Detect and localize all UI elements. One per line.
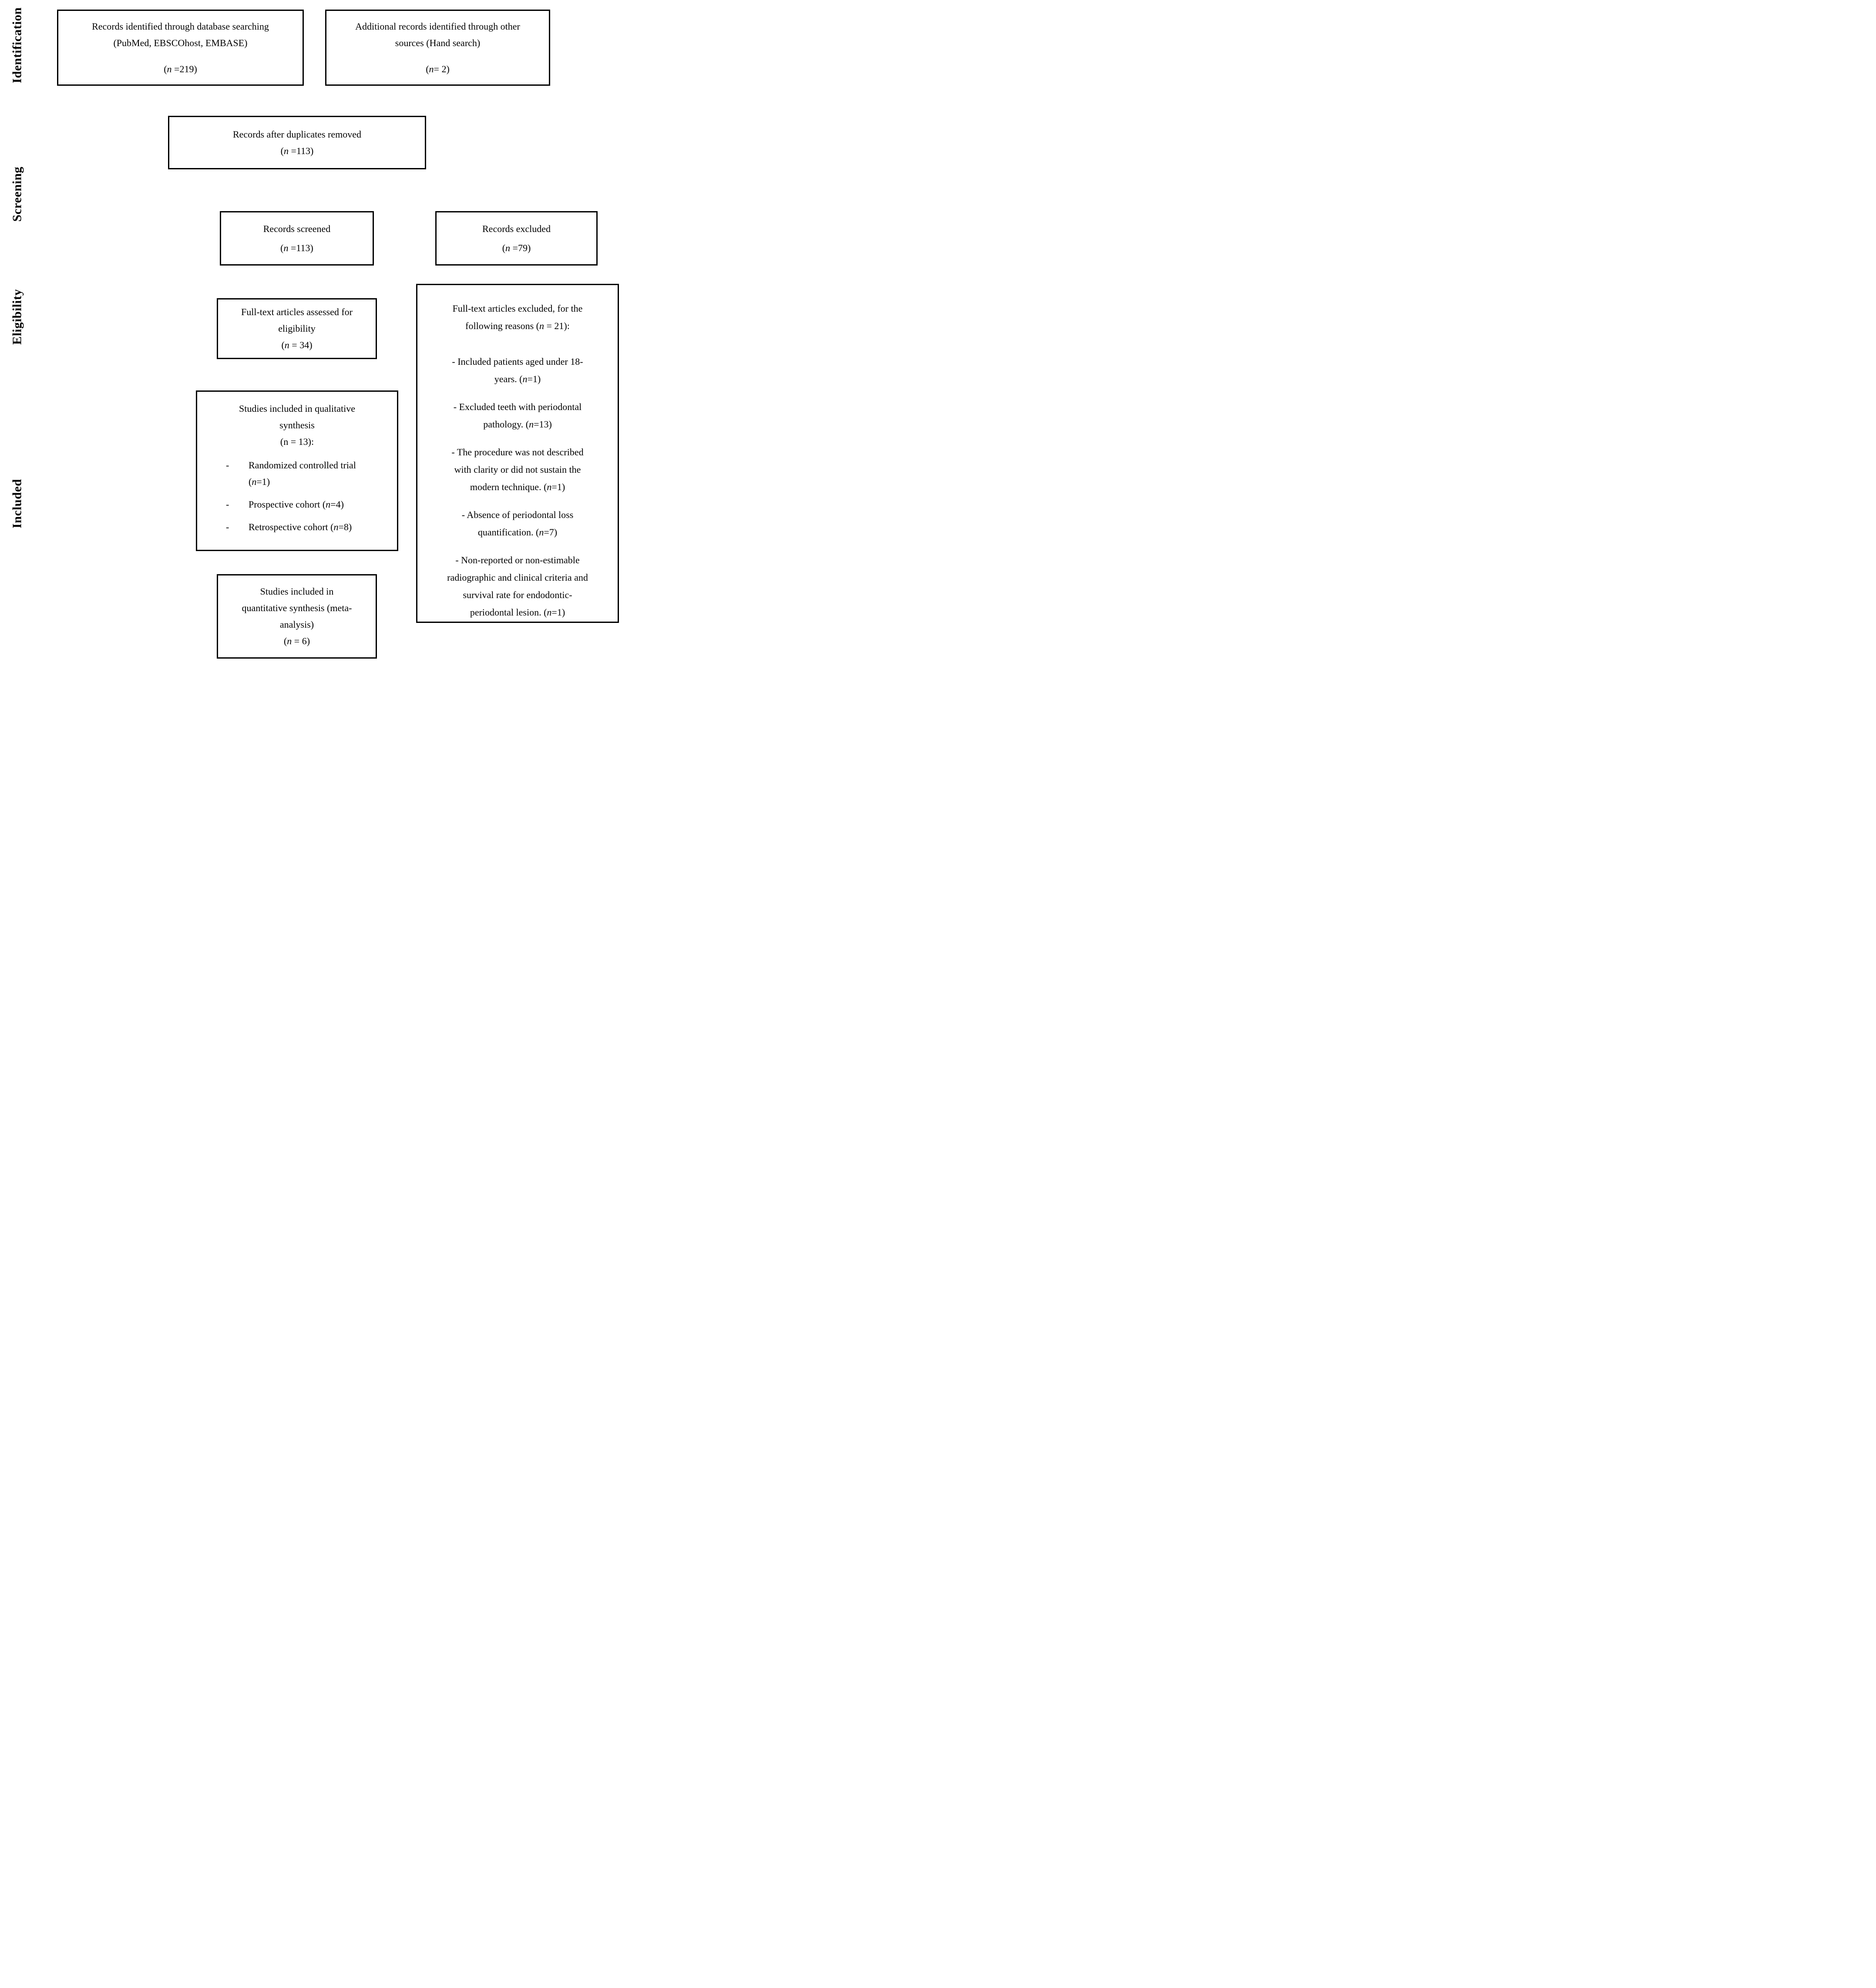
text-line: Records after duplicates removed xyxy=(232,128,362,140)
bullet-dash: - xyxy=(226,521,229,532)
text-paragraph: Records excluded xyxy=(437,221,596,237)
text-line: - Excluded teeth with periodontal xyxy=(453,401,582,412)
text-line: survival rate for endodontic- xyxy=(463,589,572,600)
text-paragraph: Records screened xyxy=(221,221,373,237)
text-line: quantification. (n=7) xyxy=(477,527,558,538)
text-line: - Absence of periodontal loss xyxy=(461,509,574,520)
text-line: - The procedure was not described xyxy=(451,447,584,457)
text-paragraph: Full-text articles excluded, for the foll… xyxy=(417,300,618,335)
text-line: radiographic and clinical criteria and xyxy=(447,572,588,583)
list-item: - Randomized controlled trial (n=1) xyxy=(197,457,397,490)
list-item: - Prospective cohort (n=4) xyxy=(197,496,397,513)
text-line: Full-text articles excluded, for the xyxy=(452,303,583,314)
text-paragraph: (n =79) xyxy=(437,240,596,256)
text-line: with clarity or did not sustain the xyxy=(454,464,581,475)
text-line: pathology. (n=13) xyxy=(483,419,552,430)
box-fulltext-articles-excluded-reasons: Full-text articles excluded, for the foll… xyxy=(416,284,619,623)
text-paragraph: (n =219) xyxy=(58,61,303,77)
text-line: Retrospective cohort (n=8) xyxy=(249,521,352,532)
text-paragraph: Studies included in qualitative synthesis… xyxy=(197,400,397,450)
text-line: modern technique. (n=1) xyxy=(470,481,565,492)
text-line: years. (n=1) xyxy=(494,373,541,384)
box-records-after-duplicates-removed: Records after duplicates removed (n =113) xyxy=(168,116,426,169)
text-paragraph: Studies included in quantitative synthesi… xyxy=(218,583,376,649)
text-paragraph: (n= 2) xyxy=(326,61,549,77)
text-line: Studies included in xyxy=(260,586,334,597)
text-line: synthesis xyxy=(279,420,315,431)
text-paragraph: Records identified through database sear… xyxy=(58,18,303,51)
text-line: sources (Hand search) xyxy=(395,37,481,48)
text-line: (n = 13): xyxy=(280,436,314,447)
text-paragraph: Records after duplicates removed (n =113) xyxy=(169,126,425,159)
bullet-dash: - xyxy=(226,499,229,510)
box-studies-qualitative-synthesis: Studies included in qualitative synthesis… xyxy=(196,390,398,551)
box-records-screened: Records screened (n =113) xyxy=(220,211,374,266)
box-studies-quantitative-synthesis: Studies included in quantitative synthesi… xyxy=(217,574,377,659)
box-records-excluded: Records excluded (n =79) xyxy=(435,211,598,266)
stage-label-eligibility: Eligibility xyxy=(10,289,24,345)
text-line: Randomized controlled trial xyxy=(249,460,356,471)
text-line: Records screened xyxy=(263,223,331,234)
box-additional-records-other-sources: Additional records identified through ot… xyxy=(325,10,550,86)
list-item-text: Retrospective cohort (n=8) xyxy=(249,519,397,535)
text-paragraph: - Excluded teeth with periodontal patholo… xyxy=(417,398,618,433)
text-line: (n= 2) xyxy=(426,63,450,74)
text-paragraph: - Non-reported or non-estimable radiograp… xyxy=(417,552,618,621)
stage-label-included: Included xyxy=(10,479,24,528)
text-line: (n =79) xyxy=(502,242,531,253)
text-line: (n = 34) xyxy=(281,340,313,350)
list-item: - Retrospective cohort (n=8) xyxy=(197,519,397,535)
text-paragraph: Additional records identified through ot… xyxy=(326,18,549,51)
text-paragraph: (n =113) xyxy=(221,240,373,256)
text-line: Studies included in qualitative xyxy=(239,403,355,414)
text-paragraph: - Included patients aged under 18- years.… xyxy=(417,353,618,388)
box-records-identified-database: Records identified through database sear… xyxy=(57,10,304,86)
box-fulltext-articles-assessed: Full-text articles assessed for eligibili… xyxy=(217,298,377,359)
text-line: (PubMed, EBSCOhost, EMBASE) xyxy=(113,37,248,48)
text-line: Additional records identified through ot… xyxy=(355,20,520,32)
text-line: (n =113) xyxy=(280,145,314,156)
text-paragraph: Full-text articles assessed for eligibili… xyxy=(218,304,376,353)
list-item-text: Prospective cohort (n=4) xyxy=(249,496,397,513)
text-line: quantitative synthesis (meta- xyxy=(242,602,352,613)
stage-label-identification: Identification xyxy=(10,7,24,84)
list-item-text: Randomized controlled trial (n=1) xyxy=(249,457,397,490)
text-line: - Non-reported or non-estimable xyxy=(455,555,580,565)
text-line: Records identified through database sear… xyxy=(92,20,269,32)
text-line: analysis) xyxy=(279,619,314,630)
text-line: eligibility xyxy=(278,323,316,334)
text-paragraph: - The procedure was not described with cl… xyxy=(417,444,618,496)
text-line: (n =219) xyxy=(164,63,197,74)
text-line: (n =113) xyxy=(280,242,313,253)
text-line: following reasons (n = 21): xyxy=(465,320,570,331)
stage-label-screening: Screening xyxy=(10,166,24,222)
text-line: Full-text articles assessed for xyxy=(241,306,353,317)
text-paragraph: - Absence of periodontal loss quantificat… xyxy=(417,506,618,541)
text-line: Records excluded xyxy=(482,223,551,234)
text-line: Prospective cohort (n=4) xyxy=(249,499,344,510)
text-line: - Included patients aged under 18- xyxy=(452,356,583,367)
text-line: (n=1) xyxy=(249,476,270,487)
prisma-flow-diagram: Identification Screening Eligibility Inc… xyxy=(0,0,625,663)
text-line: periodontal lesion. (n=1) xyxy=(470,607,565,618)
bullet-dash: - xyxy=(226,460,229,471)
text-line: (n = 6) xyxy=(283,636,310,646)
